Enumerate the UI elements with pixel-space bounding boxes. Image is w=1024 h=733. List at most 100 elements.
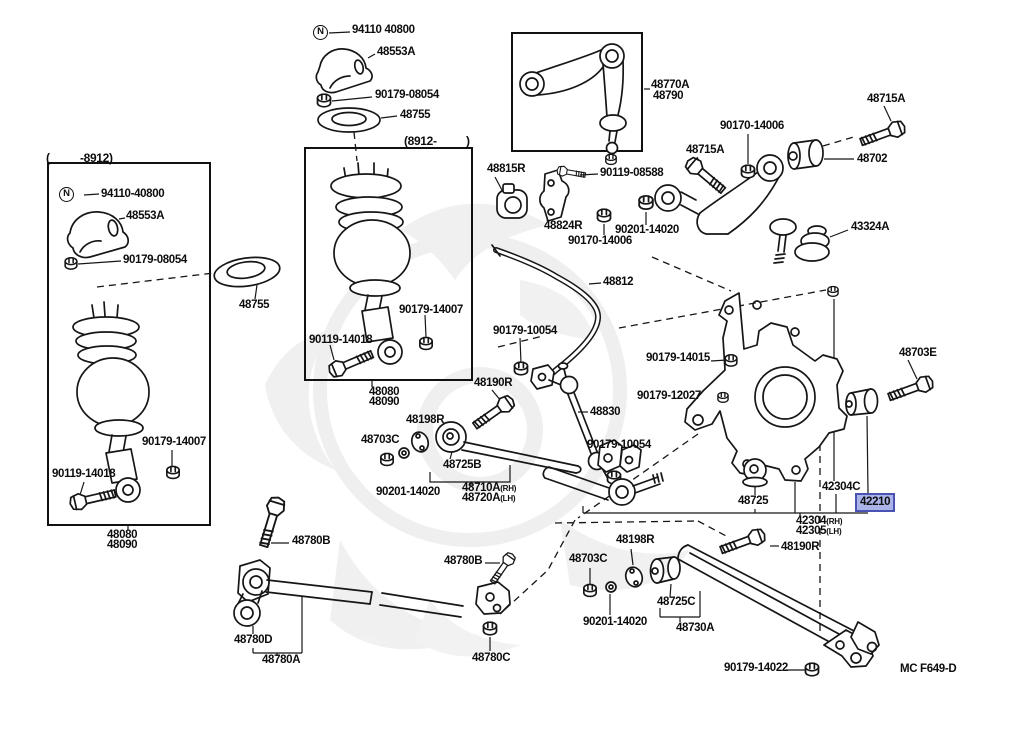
group-boxes bbox=[47, 32, 643, 526]
part-label-48780c-text: 48780C bbox=[472, 652, 511, 664]
arm-front-eye-drawing bbox=[654, 184, 699, 215]
part-label-48720a-text: 48720A bbox=[462, 492, 501, 504]
part-label-48780c: 48780C bbox=[472, 652, 511, 664]
part-label-48824r: 48824R bbox=[544, 220, 583, 232]
part-label-48090-text: 48090 bbox=[369, 396, 400, 408]
bushing-48702-drawing bbox=[787, 139, 824, 170]
part-label-90179-10054: 90179-10054 bbox=[587, 439, 651, 451]
part-label-48703e: 48703E bbox=[899, 347, 937, 359]
part-label-90119-08588: 90119-08588 bbox=[600, 167, 664, 179]
part-label-48725: 48725 bbox=[738, 495, 769, 507]
part-label-48553a: 48553A bbox=[377, 46, 416, 58]
part-label-48755: 48755 bbox=[400, 109, 431, 121]
part-label-90201-14020-text: 90201-14020 bbox=[615, 224, 679, 236]
part-label-48190r-text: 48190R bbox=[781, 541, 820, 553]
part-label-48725-text: 48725 bbox=[738, 495, 769, 507]
production-range-label-text: (8912- bbox=[404, 134, 437, 148]
part-label-90201-14020: 90201-14020 bbox=[376, 486, 440, 498]
standard-part-symbol-text: N bbox=[317, 26, 324, 37]
production-range-label: ( bbox=[46, 151, 50, 165]
part-label-94110-40800: 94110-40800 bbox=[101, 188, 165, 200]
part-label-48780b-text: 48780B bbox=[292, 535, 331, 547]
part-label-94110-40800-text: 94110-40800 bbox=[101, 188, 165, 200]
part-label-90179-14007-text: 90179-14007 bbox=[142, 436, 206, 448]
part-label-48725b: 48725B bbox=[443, 459, 482, 471]
part-label-42304: 42304(RH) bbox=[796, 515, 843, 527]
part-label-90170-14006-text: 90170-14006 bbox=[568, 235, 632, 247]
part-label-90170-14006: 90170-14006 bbox=[720, 120, 784, 132]
part-label-90119-14018: 90119-14018 bbox=[52, 468, 116, 480]
part-label-90119-08588-text: 90119-08588 bbox=[600, 167, 664, 179]
production-range-label-text: ( bbox=[46, 151, 50, 165]
production-range-label-text: -8912) bbox=[80, 151, 113, 165]
part-label-48080: 48080 bbox=[107, 529, 138, 541]
part-label-48790: 48790 bbox=[653, 90, 684, 102]
part-label-48780a-text: 48780A bbox=[262, 654, 301, 666]
part-label-48780b: 48780B bbox=[292, 535, 331, 547]
part-label-90179-14015-text: 90179-14015 bbox=[646, 352, 710, 364]
part-label-48710a-text: 48710A bbox=[462, 482, 501, 494]
part-label-48755-text: 48755 bbox=[239, 299, 270, 311]
part-label-90179-10054: 90179-10054 bbox=[493, 325, 557, 337]
part-label-48815r: 48815R bbox=[487, 163, 526, 175]
figure-code: MC F649-D bbox=[900, 663, 957, 675]
part-label-42305-text: 42305 bbox=[796, 525, 827, 537]
part-label-48720a: 48720A(LH) bbox=[462, 492, 516, 504]
part-label-42210-text: 42210 bbox=[860, 496, 891, 508]
part-label-90201-14020: 90201-14020 bbox=[615, 224, 679, 236]
part-label-48812-text: 48812 bbox=[603, 276, 634, 288]
part-label-43324a-text: 43324A bbox=[851, 221, 890, 233]
part-label-42304c: 42304C bbox=[822, 481, 861, 493]
part-label-48780d: 48780D bbox=[234, 634, 273, 646]
part-label-48790-text: 48790 bbox=[653, 90, 684, 102]
part-label-90179-08054-text: 90179-08054 bbox=[375, 89, 439, 101]
trailing-arm-drawing bbox=[677, 525, 880, 677]
part-label-48703c: 48703C bbox=[569, 553, 608, 565]
part-label-48725c: 48725C bbox=[657, 596, 696, 608]
part-label-90201-14020: 90201-14020 bbox=[583, 616, 647, 628]
part-label-48720a-side-suffix: (LH) bbox=[500, 494, 516, 503]
part-label-90179-08054: 90179-08054 bbox=[123, 254, 187, 266]
part-label-48730a-text: 48730A bbox=[676, 622, 715, 634]
part-label-48725b-text: 48725B bbox=[443, 459, 482, 471]
part-label-90179-14007: 90179-14007 bbox=[399, 304, 463, 316]
part-label-42304-side-suffix: (RH) bbox=[826, 517, 843, 526]
part-label-48080-text: 48080 bbox=[107, 529, 138, 541]
upper-arm-right-drawing bbox=[696, 154, 797, 264]
part-label-42304c-text: 42304C bbox=[822, 481, 861, 493]
part-label-48702-text: 48702 bbox=[857, 153, 888, 165]
stabilizer-bar-drawing bbox=[491, 244, 601, 390]
part-label-48812: 48812 bbox=[603, 276, 634, 288]
ball-joint-boot-43324A-drawing bbox=[794, 225, 830, 262]
production-range-label: ) bbox=[466, 135, 470, 147]
bushing-42210-drawing bbox=[845, 388, 879, 416]
production-range-label: -8912) bbox=[80, 151, 113, 165]
part-label-42304-text: 42304 bbox=[796, 515, 827, 527]
part-label-48815r-text: 48815R bbox=[487, 163, 526, 175]
part-label-90179-10054-text: 90179-10054 bbox=[493, 325, 557, 337]
part-label-90179-08054: 90179-08054 bbox=[375, 89, 439, 101]
part-label-90201-14020-text: 90201-14020 bbox=[583, 616, 647, 628]
part-label-48780b-text: 48780B bbox=[444, 555, 483, 567]
part-label-48725c-text: 48725C bbox=[657, 596, 696, 608]
part-label-48703c: 48703C bbox=[361, 434, 400, 446]
part-label-90179-10054-text: 90179-10054 bbox=[587, 439, 651, 451]
part-label-48780d-text: 48780D bbox=[234, 634, 273, 646]
part-label-48703e-text: 48703E bbox=[899, 347, 937, 359]
part-label-48703c-text: 48703C bbox=[569, 553, 608, 565]
knuckle-drawing bbox=[684, 285, 848, 482]
part-label-48770a-text: 48770A bbox=[651, 79, 690, 91]
part-label-48190r: 48190R bbox=[781, 541, 820, 553]
support-cap-left-drawing bbox=[64, 211, 129, 270]
standard-part-symbol: N bbox=[59, 187, 74, 202]
part-label-43324a: 43324A bbox=[851, 221, 890, 233]
part-label-90179-08054-text: 90179-08054 bbox=[123, 254, 187, 266]
arm-48725B-drawing bbox=[380, 392, 582, 474]
part-label-42210-selected[interactable]: 42210 bbox=[855, 493, 896, 512]
part-label-48830: 48830 bbox=[590, 406, 621, 418]
part-label-48198r: 48198R bbox=[406, 414, 445, 426]
part-label-90170-14006-text: 90170-14006 bbox=[720, 120, 784, 132]
standard-part-symbol-text: N bbox=[63, 188, 70, 199]
